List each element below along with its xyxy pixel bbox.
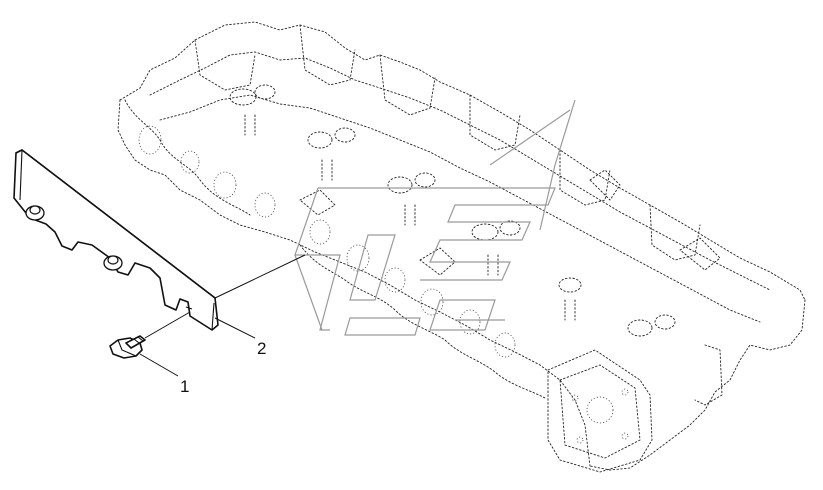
callout-2: 2 xyxy=(257,339,266,358)
leader-callout-2 xyxy=(214,317,256,339)
leader-lines xyxy=(139,254,306,377)
shield-boss-right xyxy=(103,255,123,271)
watermark-logo xyxy=(294,99,576,336)
part-1-bolt xyxy=(109,335,146,359)
leader-shield-to-head xyxy=(214,254,306,299)
leader-callout-1 xyxy=(139,353,179,377)
cylinder-head-outline xyxy=(117,21,806,473)
leader-bolt-to-shield xyxy=(144,311,191,339)
part-2-shield xyxy=(13,149,219,331)
shield-boss-left xyxy=(25,205,45,221)
callout-1: 1 xyxy=(180,377,189,396)
